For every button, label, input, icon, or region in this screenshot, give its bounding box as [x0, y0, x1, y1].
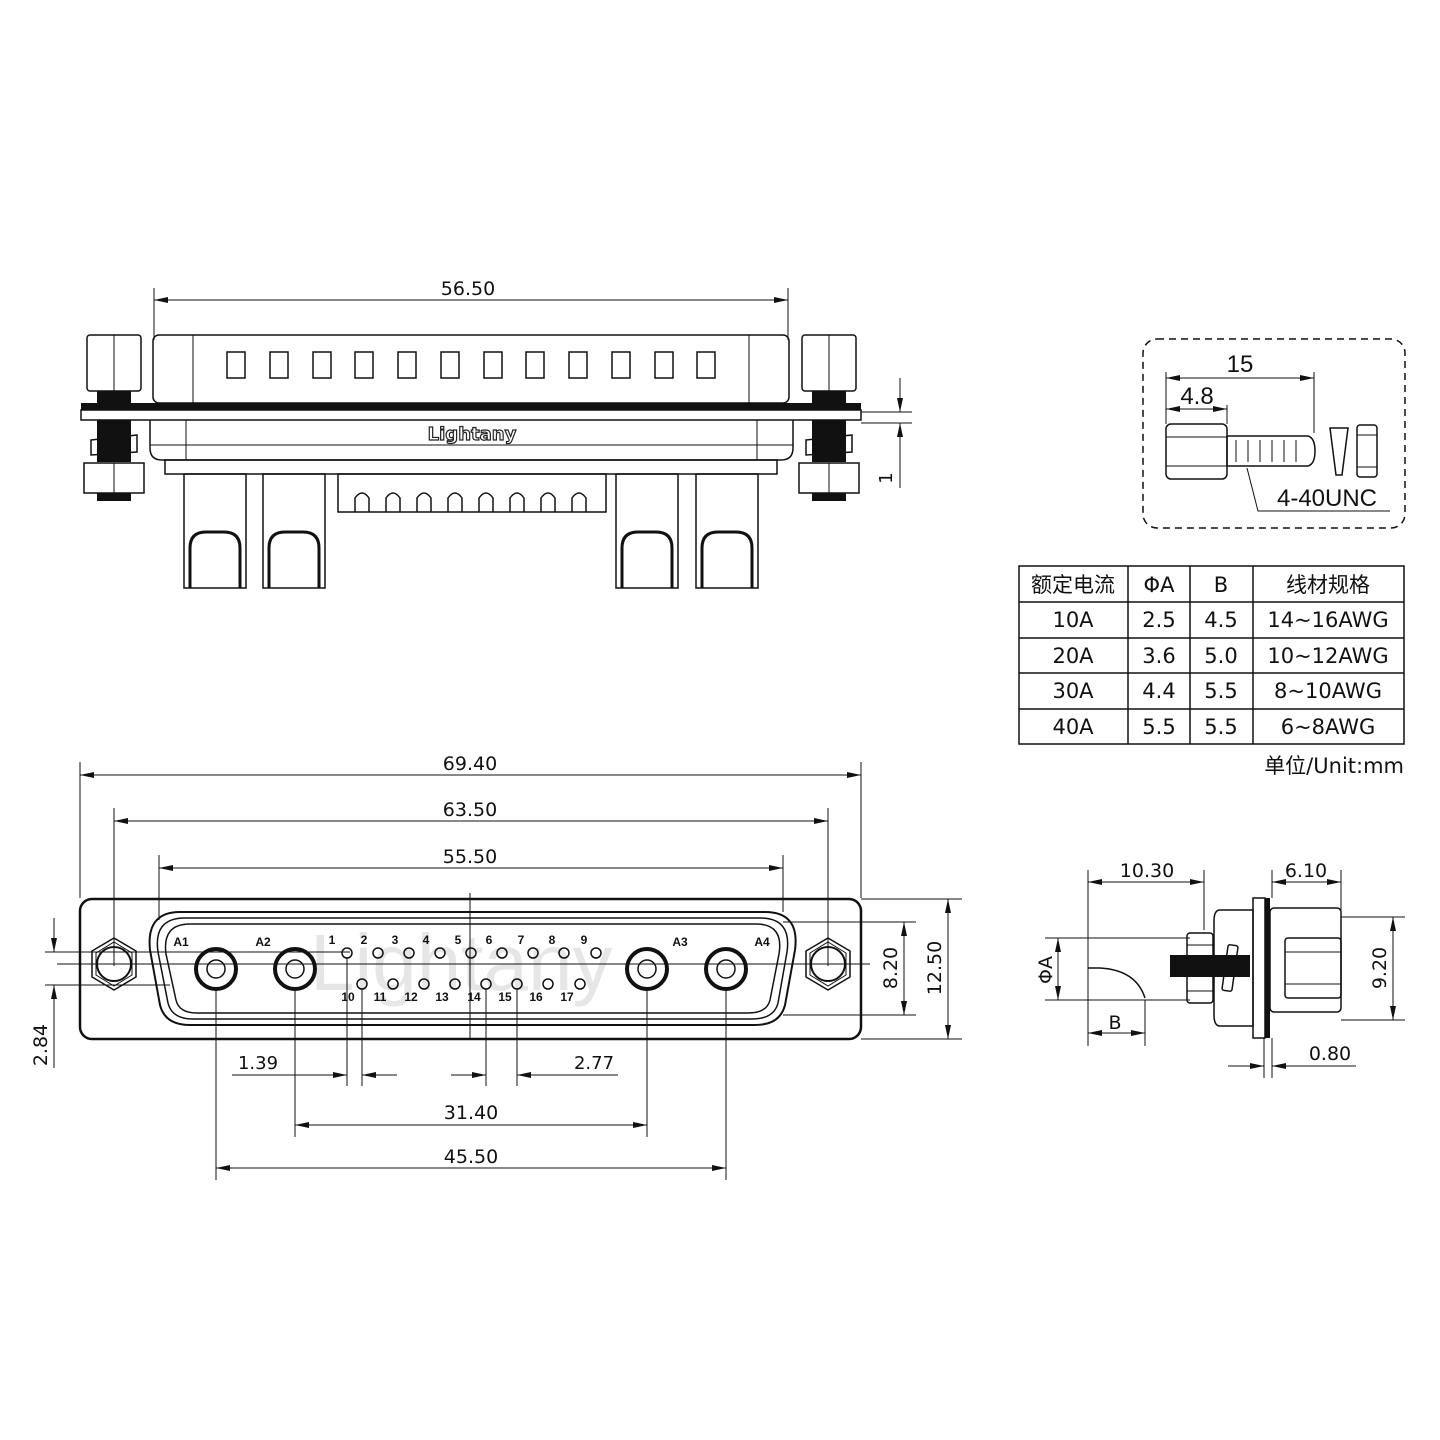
pin-label: 3: [392, 933, 399, 947]
pin-label: 5: [455, 933, 462, 947]
pin-label: 16: [529, 990, 543, 1004]
dim-overall-width: 69.40: [443, 753, 497, 775]
dim-b: B: [1108, 1012, 1121, 1034]
jackscrew-right: [798, 334, 860, 501]
table-cell: 6~8AWG: [1281, 715, 1376, 739]
table-cell: 10~12AWG: [1267, 644, 1388, 668]
dim-front-depth: 6.10: [1285, 860, 1327, 882]
pin-label: 2: [361, 933, 368, 947]
pin-label: A1: [173, 935, 189, 949]
brand-logo: Lightany: [428, 424, 517, 445]
top-view: 56.50 Lightany: [80, 278, 912, 589]
screw-detail: 15 4.8 4-40UNC: [1142, 338, 1406, 529]
table-cell: 30A: [1052, 679, 1094, 703]
signal-windows: [226, 351, 716, 379]
table-header: ΦA: [1144, 573, 1176, 597]
table-cell: 4.5: [1204, 608, 1237, 632]
dim-flange-height: 12.50: [924, 941, 946, 995]
pin-label: A2: [255, 935, 271, 949]
unit-note: 单位/Unit:mm: [1264, 754, 1404, 778]
pin-label: 1: [329, 933, 336, 947]
table-header: B: [1214, 573, 1228, 597]
table-cell: 3.6: [1142, 644, 1175, 668]
signal-pins-top: [341, 947, 602, 959]
pin-label: A3: [672, 935, 688, 949]
dim-pin-pitch-large: 2.77: [574, 1053, 614, 1074]
power-contact-A4: [704, 947, 748, 991]
dim-dia-a: ΦA: [1035, 956, 1057, 984]
table-cell: 5.0: [1204, 644, 1237, 668]
table-cell: 8~10AWG: [1274, 679, 1382, 703]
watermark: Lightany: [310, 918, 612, 1007]
dim-mount-spacing: 63.50: [443, 799, 497, 821]
pin-label: 6: [486, 933, 493, 947]
power-contact-A3: [625, 947, 669, 991]
side-view: 10.30 6.10 ΦA B 9.20: [1035, 860, 1405, 1078]
table-cell: 14~16AWG: [1267, 608, 1388, 632]
power-contacts-side: [183, 473, 759, 589]
signal-pins-bottom: [356, 978, 586, 990]
pin-label: 9: [581, 933, 588, 947]
pin-label: 10: [341, 990, 355, 1004]
pin-label: A4: [754, 935, 770, 949]
jackscrew-left: [83, 334, 145, 501]
table-cell: 4.4: [1142, 679, 1175, 703]
table-cell: 5.5: [1142, 715, 1175, 739]
thread-spec-label: 4-40UNC: [1277, 485, 1377, 512]
dim-shell-width: 55.50: [443, 846, 497, 868]
table-cell: 10A: [1052, 608, 1094, 632]
pin-label: 8: [549, 933, 556, 947]
dim-flange-thickness: 1: [876, 472, 897, 483]
dim-shell-height: 8.20: [880, 947, 902, 989]
dim-power-outer: 45.50: [444, 1146, 498, 1168]
power-contact-A1: [194, 947, 238, 991]
screw-head-dim: 4.8: [1180, 383, 1213, 410]
dim-pin-pitch-small: 1.39: [238, 1053, 278, 1074]
signal-tails: [337, 473, 607, 513]
table-cell: 5.5: [1204, 679, 1237, 703]
dim-hole-offset: 2.84: [30, 1024, 52, 1066]
table-header: 额定电流: [1031, 573, 1115, 597]
table-cell: 2.5: [1142, 608, 1175, 632]
power-contact-A2: [273, 947, 317, 991]
pin-label: 12: [404, 990, 418, 1004]
table-header: 线材规格: [1286, 573, 1370, 597]
table-cell: 20A: [1052, 644, 1094, 668]
dim-top-width: 56.50: [441, 278, 495, 300]
front-view: Lightany 69.40 63.50 55.50: [30, 753, 962, 1180]
pin-label: 13: [435, 990, 449, 1004]
dim-side-height: 9.20: [1369, 947, 1391, 989]
screw-length-dim: 15: [1227, 351, 1254, 378]
spec-table: 额定电流 ΦA B 线材规格 10A 2.5 4.5 14~16AWG 20A …: [1018, 565, 1405, 778]
table-cell: 5.5: [1204, 715, 1237, 739]
dim-power-inner: 31.40: [444, 1102, 498, 1124]
pin-label: 14: [467, 990, 481, 1004]
pin-label: 11: [374, 990, 387, 1004]
pin-label: 4: [423, 933, 430, 947]
pin-label: 15: [498, 990, 512, 1004]
pin-label: 17: [560, 990, 574, 1004]
dim-panel-thickness: 0.80: [1309, 1043, 1351, 1065]
table-cell: 40A: [1052, 715, 1094, 739]
dim-tail-length: 10.30: [1120, 860, 1174, 882]
pin-label: 7: [518, 933, 525, 947]
